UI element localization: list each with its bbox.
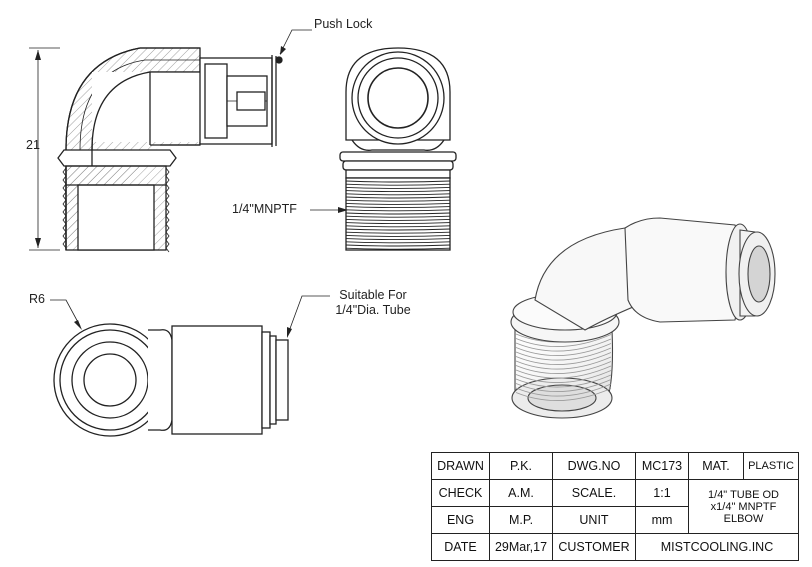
check-label: CHECK <box>431 479 490 507</box>
thread-label: 1/4"MNPTF <box>232 202 297 216</box>
title-row: DATE 29Mar,17 CUSTOMER MISTCOOLING.INC <box>431 533 799 561</box>
description-line-2: x1/4" MNPTF <box>710 500 777 513</box>
thread-line <box>345 218 451 221</box>
thread-line <box>345 193 451 196</box>
thread-line <box>345 196 451 199</box>
eng-label: ENG <box>431 506 490 534</box>
mat-value: PLASTIC <box>743 452 799 480</box>
thread-line <box>345 225 451 228</box>
iso-thread-line <box>515 343 612 357</box>
dwg-no-label: DWG.NO <box>552 452 636 480</box>
title-row: CHECK A.M. SCALE. 1:1 1/4" TUBE OD x1/4"… <box>431 479 799 534</box>
iso-thread-line <box>515 334 612 348</box>
thread-line <box>345 244 451 247</box>
thread-line <box>345 180 451 183</box>
thread-line <box>345 206 451 209</box>
dimension-21-label: 21 <box>26 138 40 152</box>
thread-line <box>345 231 451 234</box>
thread-line <box>345 186 451 189</box>
radius-label: R6 <box>29 292 45 306</box>
description-cell: 1/4" TUBE OD x1/4" MNPTF ELBOW <box>688 479 799 534</box>
description-line-1: 1/4" TUBE OD <box>708 488 779 501</box>
customer-value: MISTCOOLING.INC <box>635 533 799 561</box>
iso-thread-line <box>515 370 612 384</box>
scale-label: SCALE. <box>552 479 636 507</box>
thread-line <box>345 190 451 193</box>
suitable-line-1: Suitable For <box>339 288 407 302</box>
check-value: A.M. <box>489 479 553 507</box>
date-label: DATE <box>431 533 490 561</box>
description-line-3: ELBOW <box>723 512 764 525</box>
unit-value: mm <box>635 506 689 534</box>
title-block: DRAWN P.K. DWG.NO MC173 MAT. PLASTIC CHE… <box>431 452 799 561</box>
thread-line <box>345 247 451 250</box>
drawn-value: P.K. <box>489 452 553 480</box>
suitable-line-2: 1/4"Dia. Tube <box>335 303 411 317</box>
thread-line <box>345 209 451 212</box>
front-view <box>310 47 457 251</box>
mat-label: MAT. <box>688 452 744 480</box>
iso-thread-line <box>515 347 612 361</box>
thread-line <box>345 215 451 218</box>
thread-line <box>345 199 451 202</box>
iso-thread-line <box>515 383 612 397</box>
iso-thread-line <box>515 365 612 379</box>
customer-label: CUSTOMER <box>552 533 636 561</box>
push-lock-label: Push Lock <box>314 17 373 31</box>
iso-thread-line <box>515 388 612 402</box>
thread-line <box>345 234 451 237</box>
thread-line <box>345 228 451 231</box>
iso-thread-line <box>515 352 612 366</box>
iso-thread-line <box>515 338 612 352</box>
scale-value: 1:1 <box>635 479 689 507</box>
eng-value: M.P. <box>489 506 553 534</box>
dwg-no-value: MC173 <box>635 452 689 480</box>
unit-label: UNIT <box>552 506 636 534</box>
date-value: 29Mar,17 <box>489 533 553 561</box>
bottom-view <box>50 295 330 437</box>
isometric-3d-view <box>510 217 776 419</box>
side-section-view <box>29 29 312 253</box>
iso-thread-line <box>515 374 612 388</box>
thread-line <box>345 183 451 186</box>
drawn-label: DRAWN <box>431 452 490 480</box>
suitable-for-label: Suitable For 1/4"Dia. Tube <box>326 288 420 318</box>
iso-thread-line <box>515 361 612 375</box>
thread-line <box>345 212 451 215</box>
thread-line <box>345 202 451 205</box>
thread-line <box>345 238 451 241</box>
iso-thread-line <box>515 356 612 370</box>
iso-thread-line <box>515 379 612 393</box>
thread-line <box>345 222 451 225</box>
thread-line <box>345 241 451 244</box>
title-row: DRAWN P.K. DWG.NO MC173 MAT. PLASTIC <box>431 452 799 480</box>
